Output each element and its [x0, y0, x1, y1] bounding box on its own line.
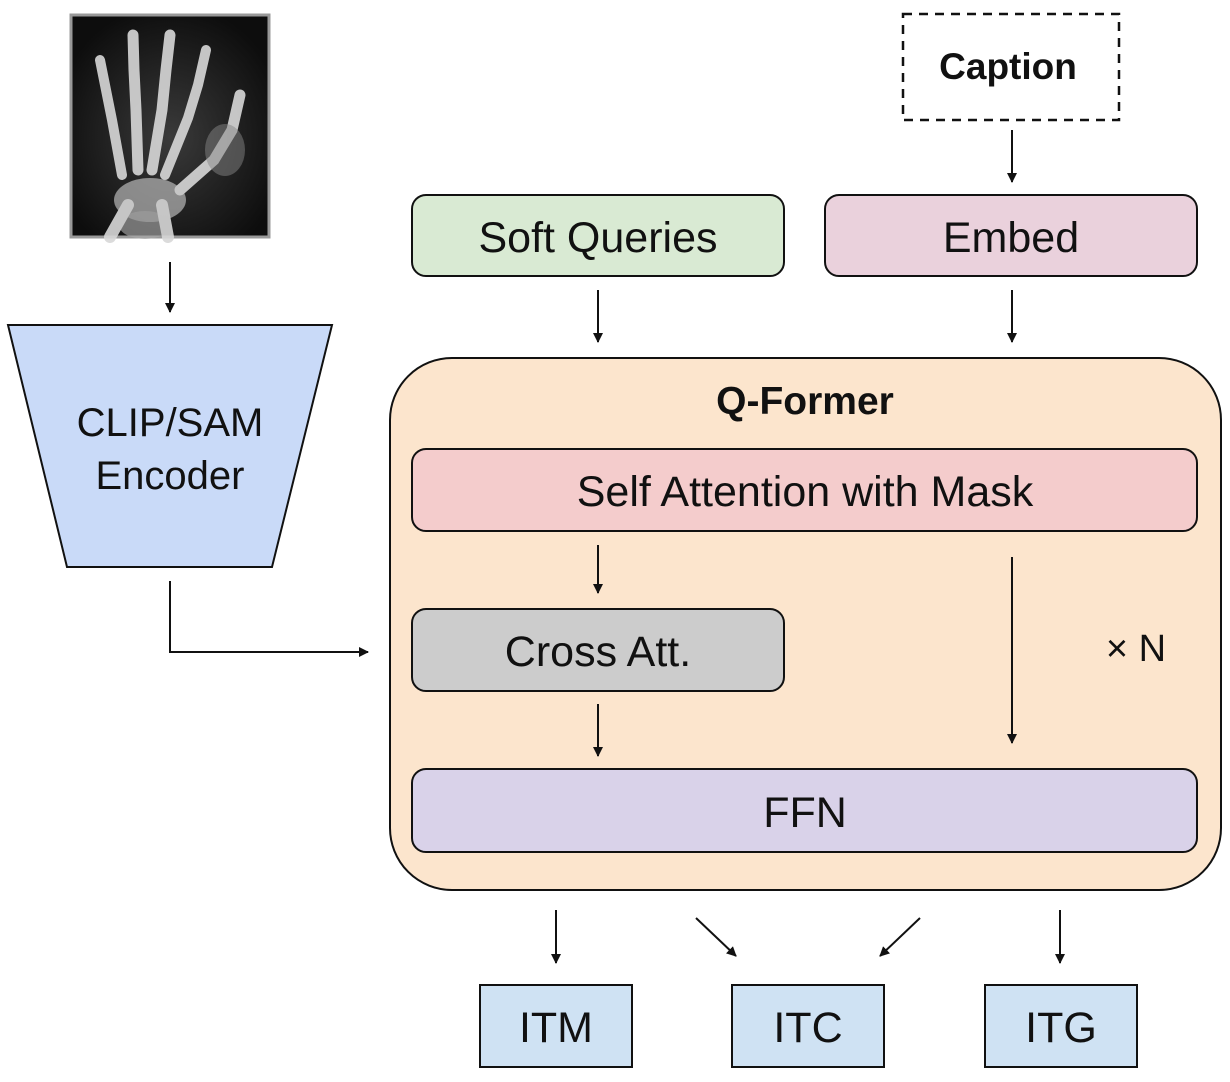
caption-label: Caption [939, 46, 1077, 87]
hand-xray-image [69, 13, 271, 243]
arrow-right-to-itc [879, 917, 921, 957]
embed-box: Embed [824, 194, 1198, 277]
cross-attention-box [411, 608, 785, 692]
ffn-box [411, 768, 1198, 853]
encoder-label-line2: Encoder [96, 454, 245, 498]
embed-border [824, 194, 1198, 277]
qformer-title: Q-Former [716, 380, 894, 423]
soft-queries-box: Soft Queries [411, 194, 785, 277]
itc-box [731, 984, 885, 1068]
encoder-shape [6, 324, 334, 568]
clip-sam-encoder: CLIP/SAM Encoder [6, 324, 334, 568]
itm-label: ITM [519, 1004, 593, 1052]
itm-box [479, 984, 633, 1068]
caption-box: Caption [901, 12, 1121, 122]
qformer-block: Q-Former Self Attention with Mask Cross … [389, 357, 1222, 891]
itg-label: ITG [1025, 1004, 1097, 1052]
repeat-n-label: × N [1106, 628, 1166, 670]
self-attention-box [411, 448, 1198, 532]
ffn-label: FFN [763, 789, 847, 837]
output-itm: ITM [479, 984, 633, 1068]
encoder-label-line1: CLIP/SAM [77, 401, 264, 445]
soft-queries-label: Soft Queries [479, 214, 718, 262]
arrow-encoder-to-qformer [169, 581, 369, 657]
self-attention-label: Self Attention with Mask [577, 468, 1034, 516]
output-itg: ITG [984, 984, 1138, 1068]
itc-label: ITC [773, 1004, 842, 1052]
soft-queries-border [411, 194, 785, 277]
arrow-left-to-itc [695, 917, 737, 957]
embed-label: Embed [943, 214, 1079, 262]
cross-attention-label: Cross Att. [505, 628, 691, 676]
itg-box [984, 984, 1138, 1068]
output-itc: ITC [731, 984, 885, 1068]
caption-box-border [901, 12, 1121, 122]
